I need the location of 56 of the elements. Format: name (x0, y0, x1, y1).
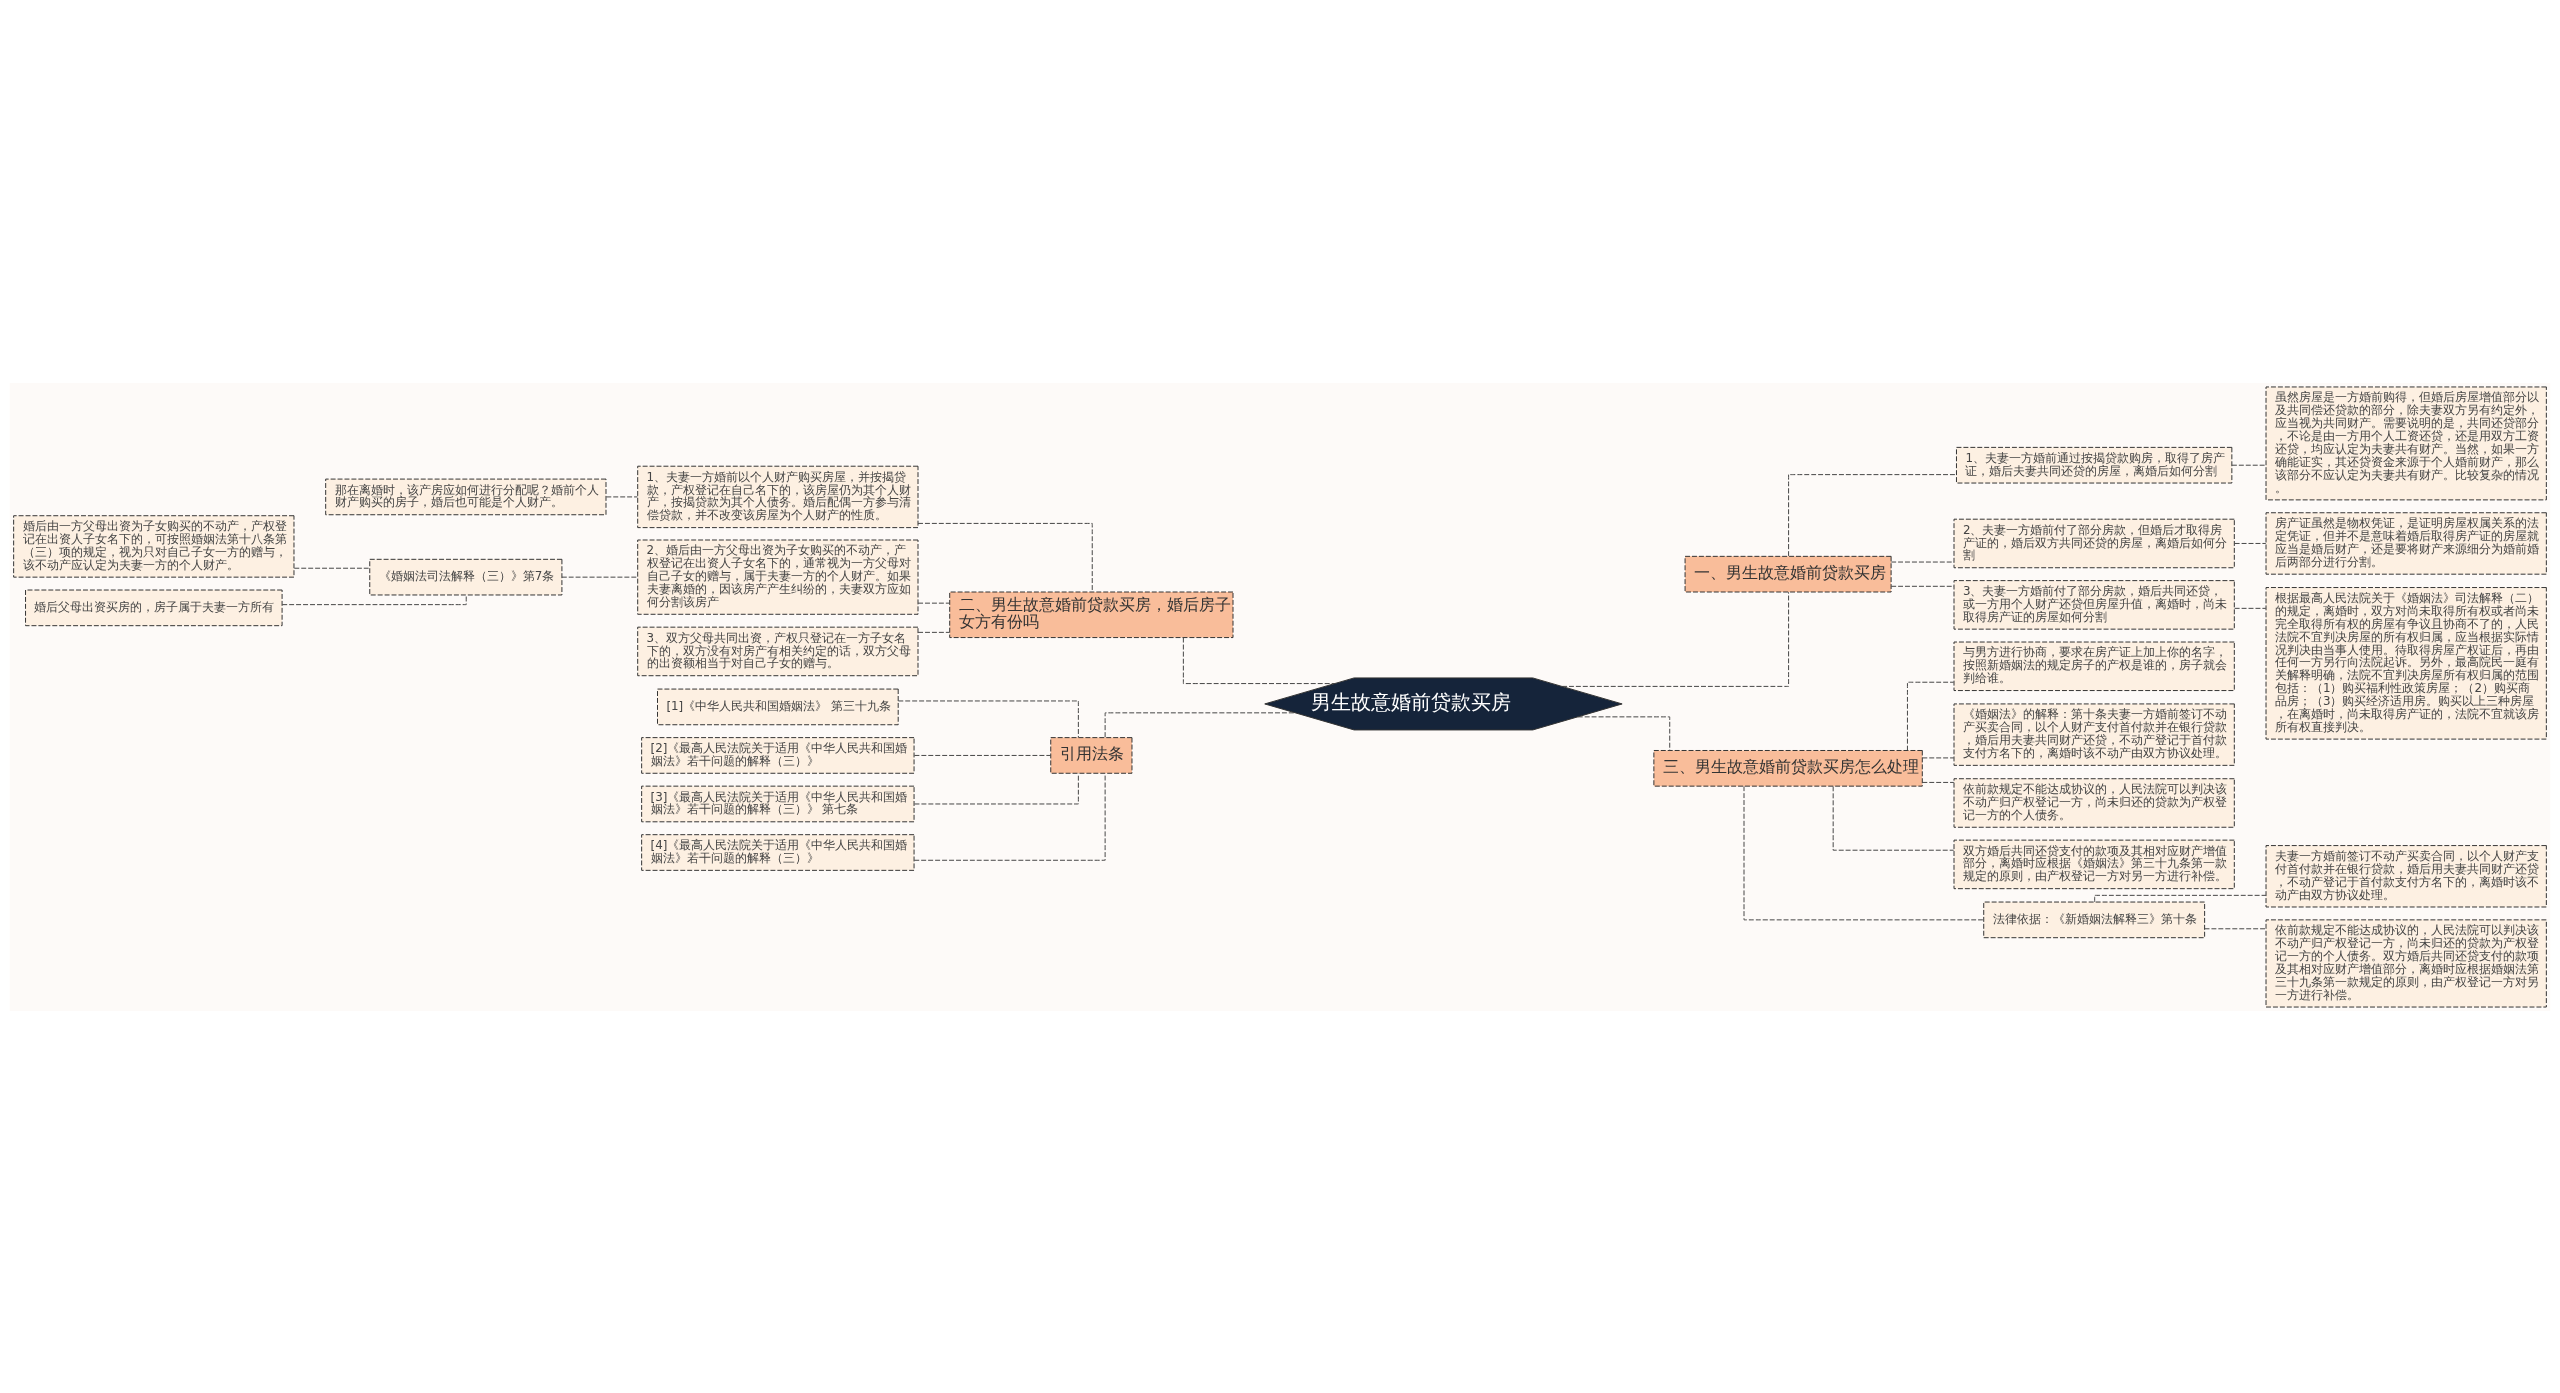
connector (913, 754, 1052, 756)
connector (1104, 711, 1296, 738)
connector (914, 772, 1079, 804)
node-box: 婚后父母出资买房的，房子属于夫妻一方所有 (25, 589, 283, 626)
node-box: 婚后由一方父母出资为子女购买的不动产，产权登记在出资人子女名下的，可按照婚姻法第十八条第（三）项的规定，视为只对自己子女一方的赠与，该不动产应认定为夫妻一方的个人财产。 (13, 514, 295, 578)
connector (2231, 464, 2267, 466)
node-box: [4]《最高人民法院关于适用《中华人民共和国婚姻法》若干问题的解释（三）》 (641, 833, 915, 871)
node-box: 依前款规定不能达成协议的，人民法院可以判决该不动产归产权登记一方，尚未归还的贷款为产权登记一方的个人债务。双方婚后共同还贷支付的款项及其相对应财产增值部分，离婚时应根据婚姻法第三十九条第一款规定的原则，由产权登记一方对另一方进行补偿。 (2265, 918, 2547, 1008)
node-box: 2、夫妻一方婚前付了部分房款，但婚后才取得房产证的，婚后双方共同还贷的房屋，离婚后如何分割 (1953, 518, 2235, 568)
node-box: 《婚姻法司法解释（三）》第7条 (369, 558, 563, 595)
node-box: 法律依据：《新婚姻法解释三》第十条 (1983, 901, 2206, 938)
node-box: [1]《中华人民共和国婚姻法》 第三十九条 (657, 688, 899, 725)
node-box: 与男方进行协商，要求在房产证上加上你的名字，按照新婚姻法的规定房子的产权是谁的，房子就会判给谁。 (1953, 641, 2235, 691)
node-box: 双方婚后共同还贷支付的款项及其相对应财产增值部分，离婚时应根据《婚姻法》第三十九条第一款规定的原则，由产权登记一方对另一方进行补偿。 (1953, 839, 2235, 889)
node-box: 房产证虽然是物权凭证，是证明房屋权属关系的法定凭证，但并不是意味着婚后取得房产证的房屋就应当是婚后财产，还是要将财产来源细分为婚前婚后两部分进行分割。 (2265, 511, 2547, 575)
connector (293, 567, 370, 569)
connector (1182, 636, 1336, 684)
node-box: 3、夫妻一方婚前付了部分房款，婚后共同还贷，或一方用个人财产还贷但房屋升值，离婚时，尚未取得房产证的房屋如何分割 (1953, 579, 2235, 630)
connector (1921, 781, 1955, 783)
connector (2234, 607, 2267, 609)
connector (2094, 894, 2267, 902)
connector (897, 699, 1079, 738)
node-box: 1、夫妻一方婚前以个人财产购买房屋，并按揭贷款，产权登记在自己名下的，该房屋仍为其个人财产，按揭贷款为其个人债务。婚后配偶一方参与清偿贷款，并不改变该房屋为个人财产的性质。 (637, 465, 919, 528)
connector (605, 495, 638, 497)
node-box: [3]《最高人民法院关于适用《中华人民共和国婚姻法》若干问题的解释（三）》 第七条 (641, 785, 915, 822)
node-box: 2、婚后由一方父母出资为子女购买的不动产，产权登记在出资人子女名下的，通常视为一方父母对自己子女的赠与，属于夫妻一方的个人财产。如果夫妻离婚的，因该房产产生纠纷的，夫妻双方应如何分割该房产 (637, 539, 919, 615)
connector (1577, 715, 1671, 751)
connector (1906, 681, 1955, 751)
connector (2234, 542, 2267, 544)
node-box: 一、男生故意婚前贷款买房 (1684, 555, 1892, 592)
node-box: 虽然房屋是一方婚前购得，但婚后房屋增值部分以及共同偿还贷款的部分，除夫妻双方另有约定外，应当视为共同财产。需要说明的是，共同还贷部分，不论是由一方用个人工资还贷，还是用双方工资还贷，均应认定为夫妻共有财产。当然，如果一方确能证实，其还贷资金来源于个人婚前财产，那么该部分不应认定为夫妻共有财产。比较复杂的情况。 (2265, 385, 2547, 500)
connector (1890, 561, 1955, 563)
node-box: 三、男生故意婚前贷款买房怎么处理 (1653, 749, 1923, 787)
node-box: 二、男生故意婚前贷款买房，婚后房子女方有份吗 (949, 591, 1234, 638)
connector (917, 522, 1093, 592)
connector (1921, 756, 1955, 758)
connector (1743, 785, 1984, 920)
connector (917, 631, 950, 633)
node-box: 1、夫妻一方婚前通过按揭贷款购房，取得了房产证，婚后夫妻共同还贷的房屋，离婚后如何分割 (1956, 446, 2233, 484)
node-box: 夫妻一方婚前签订不动产买卖合同，以个人财产支付首付款并在银行贷款，婚后用夫妻共同财产还贷，不动产登记于首付款支付方名下的，离婚时该不动产由双方协议处理。 (2265, 844, 2547, 907)
connector (917, 602, 950, 604)
node-box: 3、双方父母共同出资，产权只登记在一方子女名下的，双方没有对房产有相关约定的话，双方父母的出资额相当于对自己子女的赠与。 (637, 626, 919, 676)
connector (1561, 591, 1790, 687)
connector (1832, 785, 1955, 851)
connector (281, 594, 467, 605)
connector (1890, 585, 1955, 587)
connector (1788, 473, 1957, 556)
node-box: 那在离婚时，该产房应如何进行分配呢？婚前个人财产购买的房子，婚后也可能是个人财产。 (325, 478, 607, 515)
node-box: 根据最高人民法院关于《婚姻法》司法解释（二）的规定，离婚时，双方对尚未取得所有权或者尚未完全取得所有权的房屋有争议且协商不了的，人民法院不宜判决房屋的所有权归属，应当根据实际情况判决由当事人使用。待取得房屋产权证后，再由任何一方另行向法院起诉。另外，最高院民一庭有关解释明确，法院不宜判决房屋所有权归属的范围包括：（1）购买福利性政策房屋；（2）购买商品房；（3）购买经济适用房。购买以上三种房屋，在离婚时，尚未取得房产证的，法院不宜就该房所有权直接判决。 (2265, 586, 2547, 740)
node-box: 《婚姻法》的解释：第十条夫妻一方婚前签订不动产买卖合同，以个人财产支付首付款并在银行贷款，婚后用夫妻共同财产还贷，不动产登记于首付款支付方名下的，离婚时该不动产由双方协议处理。 (1953, 702, 2235, 766)
connector (913, 772, 1106, 861)
connector (2204, 927, 2267, 929)
connector (561, 576, 639, 578)
node-box: [2]《最高人民法院关于适用《中华人民共和国婚姻法》若干问题的解释（三）》 (641, 736, 915, 774)
node-box: 引用法条 (1050, 736, 1133, 774)
node-box: 依前款规定不能达成协议的，人民法院可以判决该不动产归产权登记一方，尚未归还的贷款为产权登记一方的个人债务。 (1953, 777, 2235, 828)
